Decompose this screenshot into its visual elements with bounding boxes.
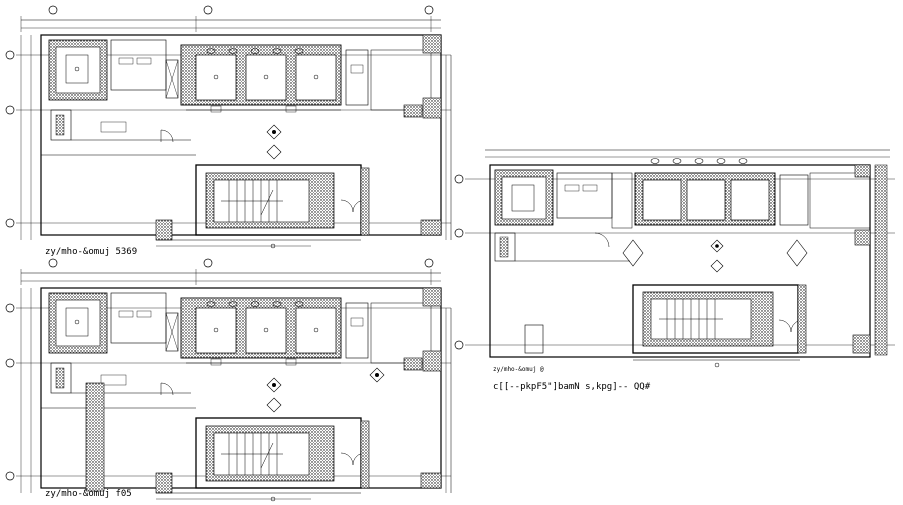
floor-plan-top-left: zy/mho-&omuj 5369 bbox=[5, 5, 452, 257]
drawing-title: c[[--pkpF5"]bamN s,kpg]-- QQ# bbox=[493, 382, 651, 392]
plan-caption-bottom-left: zy/mho-&omuj f05 bbox=[45, 489, 132, 499]
floor-plan-bottom-left: zy/mho-&omuj f05 bbox=[5, 258, 452, 502]
plan-caption-top-left: zy/mho-&omuj 5369 bbox=[45, 247, 137, 257]
plan-caption-right: zy/mho-&omuj @ bbox=[493, 366, 544, 373]
floor-plan-right: zy/mho-&omuj @ bbox=[454, 149, 895, 373]
